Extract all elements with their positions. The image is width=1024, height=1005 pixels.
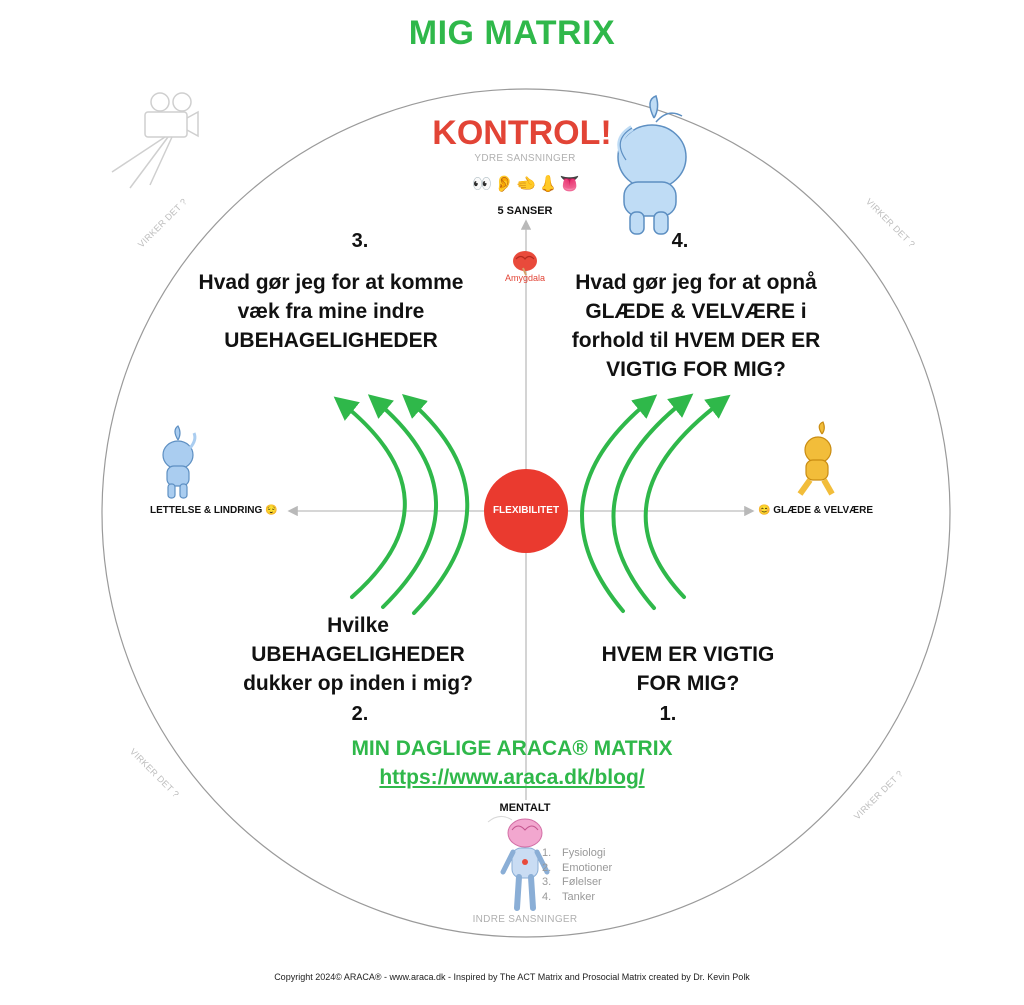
kontrol-heading: KONTROL! <box>432 114 612 152</box>
flexibility-circle <box>484 469 568 553</box>
q4-number: 4. <box>671 230 689 252</box>
q3-number: 3. <box>351 230 369 252</box>
daily-matrix-label: MIN DAGLIGE ARACA® MATRIX <box>351 737 673 760</box>
left-green-arrows <box>333 394 470 615</box>
page-title: MIG MATRIX <box>408 14 616 52</box>
left-axis-label: LETTELSE & LINDRING 😌 <box>150 505 278 516</box>
left-arrow-2 <box>367 394 438 609</box>
matrix-circle <box>101 88 951 938</box>
list-item: 1.Fysiologi <box>542 847 606 859</box>
right-axis-label: 😊 GLÆDE & VELVÆRE <box>758 505 874 516</box>
mental-label: MENTALT <box>499 802 551 814</box>
q4-text: Hvad gør jeg for at opnå GLÆDE & VELVÆRE… <box>571 271 821 381</box>
right-arrow-1 <box>580 394 658 613</box>
right-green-arrows <box>580 393 731 613</box>
inner-senses-label: INDRE SANSNINGER <box>472 914 578 925</box>
thinking-figure-icon <box>617 95 687 235</box>
senses-label: 5 SANSER <box>497 205 553 217</box>
walking-figure-icon <box>797 421 835 496</box>
left-arrow-1 <box>333 396 407 599</box>
footer-copyright: Copyright 2024© ARACA® - www.araca.dk - … <box>274 972 750 982</box>
q1-number: 1. <box>659 703 677 725</box>
senses-emoji: 👀👂🫲👃👅 <box>472 176 582 193</box>
flexibility-label: FLEXIBILITET <box>492 505 560 516</box>
right-arrow-3 <box>643 394 731 599</box>
inner-senses-list: 1.Fysiologi 2.Emotioner 3.Følelser 4.Tan… <box>542 846 612 904</box>
list-item: 2.Emotioner <box>542 861 613 874</box>
brain-icon <box>513 251 537 276</box>
relief-figure-icon <box>162 425 197 499</box>
q2-text: Hvilke UBEHAGELIGHEDER dukker op inden i… <box>243 614 473 695</box>
right-arrow-2 <box>611 393 694 610</box>
outer-senses-label: YDRE SANSNINGER <box>474 153 576 164</box>
camera-icon <box>111 92 199 189</box>
amygdala-label: Amygdala <box>504 273 546 283</box>
list-item: 4.Tanker <box>542 890 596 903</box>
q2-number: 2. <box>351 703 369 725</box>
q1-text: HVEM ER VIGTIG FOR MIG? <box>601 643 775 695</box>
list-item: 3.Følelser <box>542 876 602 888</box>
q3-text: Hvad gør jeg for at komme væk fra mine i… <box>198 271 464 352</box>
left-arrow-3 <box>402 394 470 615</box>
blog-link[interactable]: https://www.araca.dk/blog/ <box>379 766 645 789</box>
body-figure-icon <box>487 816 550 911</box>
